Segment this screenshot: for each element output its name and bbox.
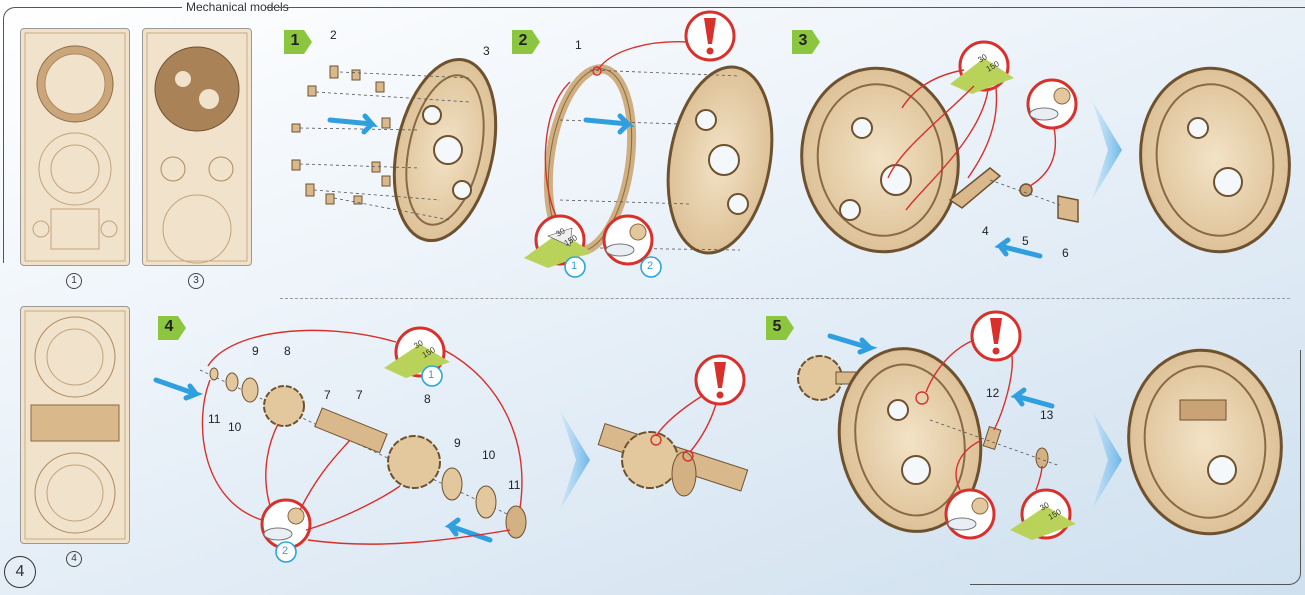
step3-result-chevron [1092, 100, 1122, 200]
step4-arrow-right [450, 520, 490, 540]
step4-assembled-axle [598, 424, 747, 496]
step4-warning-icon [696, 356, 744, 404]
step4-part-label-8b: 8 [424, 392, 431, 406]
step2-part-label-1: 1 [575, 38, 582, 52]
step4-part-label-11a: 11 [208, 412, 220, 426]
step2-callout-line [598, 42, 688, 70]
step2-wheel [654, 59, 785, 262]
step3-glue-icon [1028, 80, 1076, 128]
step5-warning-icon [972, 312, 1020, 360]
step4-part-label-7a: 7 [324, 388, 331, 402]
step2-tool-label-1: 1 [571, 260, 577, 272]
step1-part-label-3: 3 [483, 44, 490, 58]
step2-glue-icon [604, 216, 652, 264]
step2-warning-icon [686, 12, 734, 60]
step1-part-label-2: 2 [330, 28, 337, 42]
step1-arrow [330, 116, 372, 132]
step4-part-label-9a: 9 [252, 344, 259, 358]
step5-part-label-12: 12 [986, 386, 999, 400]
step2-tool-label-2: 2 [647, 260, 653, 272]
step4-part-label-11b: 11 [508, 478, 520, 492]
step4-part-label-8a: 8 [284, 344, 291, 358]
step4-arrow-left [156, 380, 196, 398]
step3-result-wheel [1129, 59, 1301, 262]
step5-arrow-left [830, 336, 870, 352]
step3-sandpaper-icon [950, 42, 1014, 94]
step4-part-label-9b: 9 [454, 436, 461, 450]
step3-part-label-4: 4 [982, 224, 989, 238]
step5-part-label-13: 13 [1040, 408, 1053, 422]
step3-part-label-6: 6 [1062, 246, 1069, 260]
step5-result-chevron [1092, 410, 1122, 510]
step4-tool-label-2: 2 [282, 545, 288, 557]
step4-result-chevron [560, 410, 590, 510]
step1-pegs [292, 66, 390, 204]
step4-exploded-parts [200, 368, 526, 538]
step3-wheel [790, 58, 970, 262]
step3-part-label-5: 5 [1022, 234, 1029, 248]
step4-part-label-10b: 10 [482, 448, 495, 462]
step5-result-wheel [1117, 340, 1293, 543]
step5-arrow-right [1016, 390, 1052, 406]
step2-arrow [586, 116, 628, 132]
step4-part-label-10a: 10 [228, 420, 241, 434]
step5-sandpaper-icon [1010, 490, 1076, 540]
step5-glue-icon [946, 490, 994, 538]
step4-glue-icon [262, 500, 310, 548]
step4-part-label-7b: 7 [356, 388, 363, 402]
step4-tool-label-1: 1 [428, 369, 434, 381]
step3-arrow [1000, 240, 1040, 256]
step1-wheel [379, 50, 511, 250]
